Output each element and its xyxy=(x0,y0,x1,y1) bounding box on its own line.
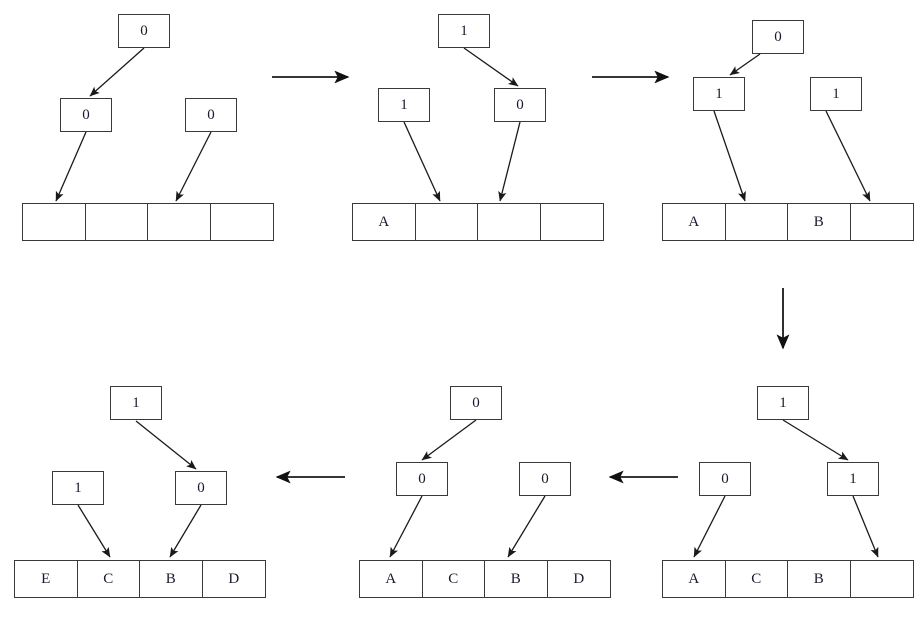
tree-edge-panel-3-0 xyxy=(729,53,761,76)
tree-edge-panel-6-1 xyxy=(77,504,111,558)
array-cell-1: C xyxy=(423,561,485,597)
tree-edge-panel-3-1 xyxy=(713,110,746,202)
array-strip-panel-1 xyxy=(22,203,274,241)
array-cell-0: A xyxy=(663,561,726,597)
array-cell-2: B xyxy=(140,561,203,597)
tree-edge-panel-5-0 xyxy=(421,419,477,461)
tree-edge-panel-4-2 xyxy=(852,495,879,558)
tree-edge-panel-2-1 xyxy=(403,121,441,202)
array-cell-3 xyxy=(851,561,914,597)
array-cell-1 xyxy=(86,204,148,240)
array-cell-2 xyxy=(148,204,211,240)
tree-node-p6-root: 1 xyxy=(110,386,162,420)
tree-edge-panel-4-1 xyxy=(693,495,726,558)
tree-node-p4-right: 1 xyxy=(827,462,879,496)
array-cell-0: E xyxy=(15,561,78,597)
array-cell-0: A xyxy=(353,204,416,240)
tree-edge-panel-5-2 xyxy=(507,495,546,558)
tree-edge-panel-3-2 xyxy=(825,110,871,202)
array-cell-3: D xyxy=(573,570,585,587)
tree-node-p6-right: 0 xyxy=(175,471,227,505)
tree-edge-panel-6-0 xyxy=(135,420,197,470)
array-cell-1: C xyxy=(726,561,788,597)
tree-node-p3-left: 1 xyxy=(693,77,745,111)
array-cell-3 xyxy=(541,204,604,240)
tree-edge-panel-1-0 xyxy=(89,47,145,97)
tree-node-p4-left: 0 xyxy=(699,462,751,496)
array-cell-0: A xyxy=(663,204,726,240)
array-cell-3 xyxy=(211,204,274,240)
tree-node-p2-root: 1 xyxy=(438,14,490,48)
tree-edge-panel-2-0 xyxy=(463,47,519,87)
tree-node-p5-right: 0 xyxy=(519,462,571,496)
tree-node-p3-right: 1 xyxy=(810,77,862,111)
array-cell-2: B xyxy=(788,561,851,597)
array-cell-1 xyxy=(726,204,788,240)
tree-edge-panel-1-2 xyxy=(175,131,212,202)
tree-edge-panel-1-1 xyxy=(55,131,87,202)
array-strip-panel-2: A xyxy=(352,203,604,241)
tree-node-p5-root: 0 xyxy=(450,386,502,420)
array-cell-3 xyxy=(851,204,914,240)
array-cell-2 xyxy=(478,204,541,240)
array-cell-0: A xyxy=(360,561,423,597)
tree-edge-panel-6-2 xyxy=(169,504,202,558)
tree-node-p3-root: 0 xyxy=(752,20,804,54)
tree-edge-panel-2-2 xyxy=(498,121,521,202)
array-cell-1: C xyxy=(78,561,140,597)
array-cell-2: B xyxy=(485,561,548,597)
tree-node-p1-left: 0 xyxy=(60,98,112,132)
tree-node-p2-left: 1 xyxy=(378,88,430,122)
tree-edge-panel-4-0 xyxy=(782,419,849,461)
array-cell-0 xyxy=(23,204,86,240)
tree-edge-panel-5-1 xyxy=(389,495,423,558)
flow-arrows-group xyxy=(272,70,790,484)
tree-node-p1-root: 0 xyxy=(118,14,170,48)
array-cell-3: D xyxy=(228,570,240,587)
array-cell-2: B xyxy=(788,204,851,240)
tree-node-p1-right: 0 xyxy=(185,98,237,132)
tree-node-p5-left: 0 xyxy=(396,462,448,496)
tree-node-p4-root: 1 xyxy=(757,386,809,420)
array-cell-1 xyxy=(416,204,478,240)
tree-node-p2-right: 0 xyxy=(494,88,546,122)
tree-node-p6-left: 1 xyxy=(52,471,104,505)
